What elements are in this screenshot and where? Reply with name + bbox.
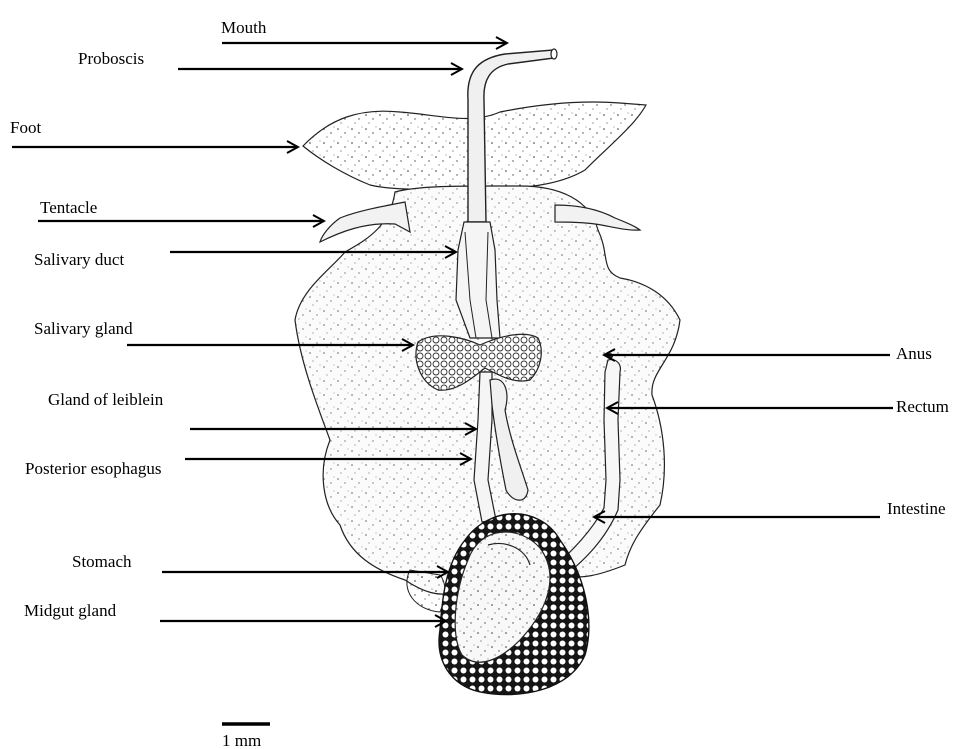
salivary-duct-label: Salivary duct [34,250,124,269]
gland-of-leiblein-label: Gland of leiblein [48,390,164,409]
mouth-opening [551,49,557,59]
midgut-gland-label: Midgut gland [24,601,117,620]
stomach-label: Stomach [72,552,132,571]
tentacle-label: Tentacle [40,198,97,217]
anus-label: Anus [896,344,932,363]
posterior-esophagus-label: Posterior esophagus [25,459,161,478]
mouth-label: Mouth [221,18,267,37]
salivary-gland-label: Salivary gland [34,319,133,338]
rectum-label: Rectum [896,397,949,416]
lower-left-lobe [407,570,445,612]
foot-label: Foot [10,118,41,137]
scale-bar-label: 1 mm [222,731,261,749]
proboscis-label: Proboscis [78,49,144,68]
intestine-label: Intestine [887,499,946,518]
